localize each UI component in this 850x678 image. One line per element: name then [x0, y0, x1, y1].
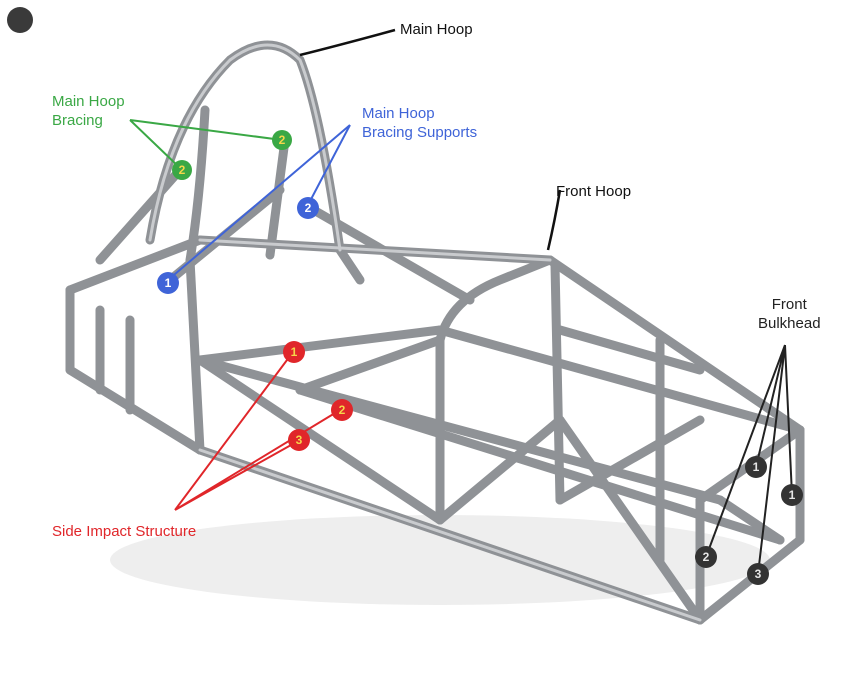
main-hoop-highlight — [148, 43, 342, 252]
green-markers — [172, 130, 292, 180]
corner-dot — [7, 7, 33, 33]
floor-diagonal-1 — [295, 335, 445, 395]
green-marker-1 — [272, 130, 292, 150]
green-marker-2 — [172, 160, 192, 180]
dark-marker-4-label: 3 — [755, 567, 762, 581]
red-marker-2-label: 2 — [339, 403, 346, 417]
main-hoop-bracing-line-2: Bracing — [52, 112, 103, 129]
red-marker-3-label: 3 — [296, 433, 303, 447]
green-marker-2-label: 2 — [179, 163, 186, 177]
red-marker-3 — [288, 429, 310, 451]
dark-marker-1-label: 1 — [753, 460, 760, 474]
front-diagonal-1 — [555, 325, 705, 375]
main-hoop-bracing-line-1: Main Hoop — [52, 93, 125, 110]
red-marker-2 — [331, 399, 353, 421]
lower-rail-highlight — [198, 448, 702, 622]
main-hoop-label: Main Hoop — [400, 21, 473, 38]
bracing-support-tube-2 — [165, 185, 285, 285]
bulkhead-cross — [715, 495, 785, 545]
front-hoop-label: Front Hoop — [556, 183, 632, 200]
red-markers — [283, 341, 353, 451]
upper-rail-right — [435, 325, 805, 435]
side-impact-leader — [174, 351, 341, 511]
side-impact-diagonal-2 — [435, 415, 565, 525]
front-bulkhead-label: Front Bulkhead — [758, 295, 821, 333]
dark-marker-2-label: 1 — [789, 488, 796, 502]
blue-marker-2 — [297, 197, 319, 219]
front-bulkhead-line-1: Front — [771, 296, 807, 313]
blue-marker-1-label: 1 — [165, 276, 172, 290]
chassis-tubes — [65, 40, 805, 625]
upper-rail-front — [545, 255, 805, 435]
bracing-tube-left — [95, 165, 185, 265]
side-impact-diagonal-1 — [195, 355, 445, 525]
main-hoop-leader — [299, 28, 396, 57]
front-bulkhead-line-2: Bulkhead — [758, 315, 821, 332]
bracing-leader — [129, 119, 283, 169]
red-marker-1 — [283, 341, 305, 363]
rear-bottom-tube — [65, 365, 205, 455]
dark-markers — [695, 456, 803, 585]
front-diagonal-2 — [555, 415, 705, 505]
main-hoop-left-leg — [185, 105, 210, 455]
main-hoop-bracing-label: Main Hoop Bracing — [52, 92, 125, 130]
blue-marker-1 — [157, 272, 179, 294]
main-hoop-bracing-supports-label: Main Hoop Bracing Supports — [362, 104, 477, 142]
dark-marker-1 — [745, 456, 767, 478]
dark-marker-2 — [781, 484, 803, 506]
front-hoop-leader — [546, 189, 562, 251]
bulkhead-leader — [705, 344, 793, 575]
front-hoop-leg-right — [550, 260, 565, 505]
upper-rail-mid — [195, 325, 445, 365]
marker-numbers: 2 2 1 2 1 2 3 1 1 2 3 — [165, 133, 796, 581]
frame-shadow — [110, 515, 770, 605]
green-marker-1-label: 2 — [279, 133, 286, 147]
rear-top-tube — [65, 235, 205, 295]
bracing-supports-leader — [167, 124, 351, 281]
bracing-supports-line-2: Bracing Supports — [362, 124, 478, 141]
lower-rail-mid — [195, 355, 725, 505]
upper-rail-highlight — [198, 238, 552, 262]
dark-marker-4 — [747, 563, 769, 585]
red-marker-1-label: 1 — [291, 345, 298, 359]
leader-lines — [129, 28, 793, 575]
dark-marker-3-label: 2 — [703, 550, 710, 564]
bracing-supports-line-1: Main Hoop — [362, 105, 435, 122]
side-impact-structure-label: Side Impact Structure — [52, 523, 197, 540]
dark-marker-3 — [695, 546, 717, 568]
blue-markers — [157, 197, 319, 294]
front-hoop-tube — [435, 255, 555, 345]
side-impact-diagonal-3 — [555, 415, 705, 625]
blue-marker-2-label: 2 — [305, 201, 312, 215]
